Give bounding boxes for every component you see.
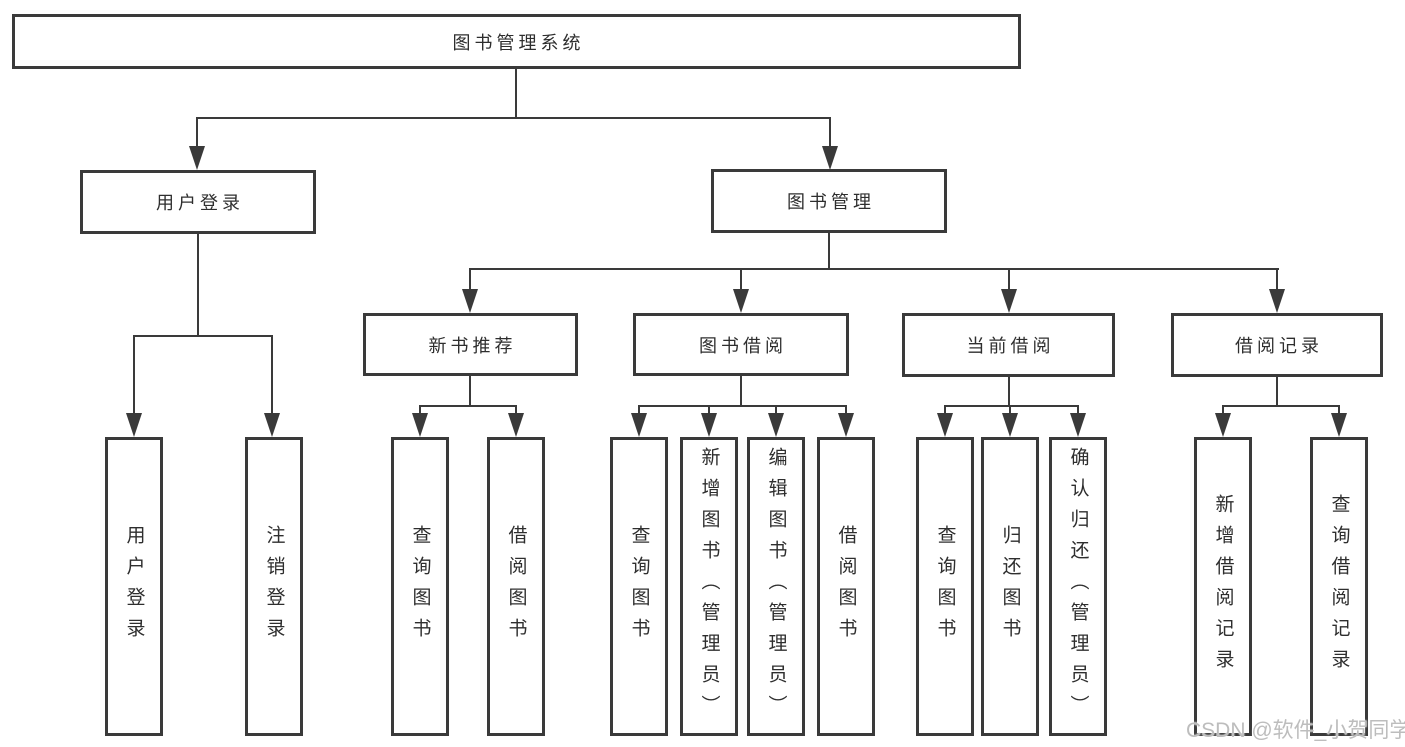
connector-line (419, 405, 517, 407)
leaf-bb-borrow-books: 借阅图书 (817, 437, 875, 736)
node-label: 用户登录 (156, 193, 244, 213)
connector-line (133, 335, 135, 413)
leaf-br-add-borrow-record: 新增借阅记录 (1194, 437, 1252, 736)
arrow-down-icon (462, 289, 478, 313)
connector-line (1276, 268, 1278, 292)
leaf-user-login: 用户登录 (105, 437, 163, 736)
node-label: 注销登录 (263, 524, 285, 649)
arrow-down-icon (264, 413, 280, 437)
arrow-down-icon (768, 413, 784, 437)
node-user-login: 用户登录 (80, 170, 316, 234)
connector-line (1077, 405, 1079, 415)
arrow-down-icon (822, 146, 838, 170)
arrow-down-icon (189, 146, 205, 170)
node-label: 查询图书 (409, 524, 431, 649)
connector-line (133, 335, 273, 337)
arrow-down-icon (1331, 413, 1347, 437)
connector-line (271, 335, 273, 413)
connector-line (515, 405, 517, 415)
connector-line (515, 68, 517, 118)
connector-line (638, 405, 847, 407)
connector-line (944, 405, 946, 415)
arrow-down-icon (1002, 413, 1018, 437)
connector-line (469, 268, 471, 292)
connector-line (740, 375, 742, 407)
node-label: 图书管理 (787, 192, 875, 212)
connector-line (829, 117, 831, 147)
arrow-down-icon (412, 413, 428, 437)
arrow-down-icon (1001, 289, 1017, 313)
connector-line (469, 268, 1279, 270)
connector-line (469, 375, 471, 407)
arrow-down-icon (733, 289, 749, 313)
leaf-cb-confirm-return-admin: 确认归还（管理员） (1049, 437, 1107, 736)
leaf-br-query-borrow-record: 查询借阅记录 (1310, 437, 1368, 736)
connector-line (708, 405, 710, 415)
node-label: 编辑图书（管理员） (765, 447, 787, 726)
arrow-down-icon (126, 413, 142, 437)
leaf-bb-query-books: 查询图书 (610, 437, 668, 736)
node-label: 当前借阅 (966, 336, 1055, 356)
connector-line (638, 405, 640, 415)
node-borrowing-records: 借阅记录 (1171, 313, 1383, 377)
connector-line (944, 405, 1079, 407)
node-label: 新增借阅记录 (1212, 493, 1234, 680)
node-label: 图书借阅 (699, 335, 787, 356)
connector-line (1222, 405, 1224, 415)
node-label: 查询图书 (628, 524, 650, 649)
connector-line (1338, 405, 1340, 415)
connector-line (828, 233, 830, 270)
leaf-logout: 注销登录 (245, 437, 303, 736)
connector-line (740, 268, 742, 292)
arrow-down-icon (631, 413, 647, 437)
connector-line (419, 405, 421, 415)
node-label: 图书管理系统 (452, 32, 585, 53)
node-label: 借阅记录 (1235, 336, 1323, 356)
node-label: 查询图书 (934, 524, 956, 649)
connector-line (1009, 405, 1011, 415)
node-current-borrowing: 当前借阅 (902, 313, 1115, 377)
node-label: 确认归还（管理员） (1067, 447, 1089, 726)
connector-line (1008, 375, 1010, 407)
leaf-nb-borrow-books: 借阅图书 (487, 437, 545, 736)
arrow-down-icon (937, 413, 953, 437)
connector-line (775, 405, 777, 415)
connector-line (845, 405, 847, 415)
arrow-down-icon (508, 413, 524, 437)
node-label: 借阅图书 (835, 524, 857, 649)
connector-line (1222, 405, 1340, 407)
arrow-down-icon (1269, 289, 1285, 313)
arrow-down-icon (838, 413, 854, 437)
node-label: 借阅图书 (505, 524, 527, 649)
node-label: 新书推荐 (428, 335, 517, 356)
connector-line (197, 233, 199, 337)
node-label: 新增图书（管理员） (698, 447, 720, 726)
connector-line (196, 117, 198, 147)
leaf-bb-edit-books-admin: 编辑图书（管理员） (747, 437, 805, 736)
leaf-cb-query-books: 查询图书 (916, 437, 974, 736)
arrow-down-icon (1070, 413, 1086, 437)
leaf-bb-add-books-admin: 新增图书（管理员） (680, 437, 738, 736)
leaf-cb-return-books: 归还图书 (981, 437, 1039, 736)
node-book-borrowing: 图书借阅 (633, 313, 849, 376)
connector-line (1008, 268, 1010, 292)
arrow-down-icon (1215, 413, 1231, 437)
node-label: 归还图书 (999, 524, 1021, 649)
connector-line (1276, 375, 1278, 407)
csdn-watermark: CSDN @软件_小贺同学 (1186, 719, 1405, 742)
leaf-nb-query-books: 查询图书 (391, 437, 449, 736)
node-book-management: 图书管理 (711, 169, 947, 233)
node-label: 查询借阅记录 (1328, 493, 1350, 680)
connector-line (196, 117, 831, 119)
node-library-management-system: 图书管理系统 (12, 14, 1021, 69)
arrow-down-icon (701, 413, 717, 437)
node-new-book-recommend: 新书推荐 (363, 313, 578, 376)
node-label: 用户登录 (123, 524, 145, 649)
